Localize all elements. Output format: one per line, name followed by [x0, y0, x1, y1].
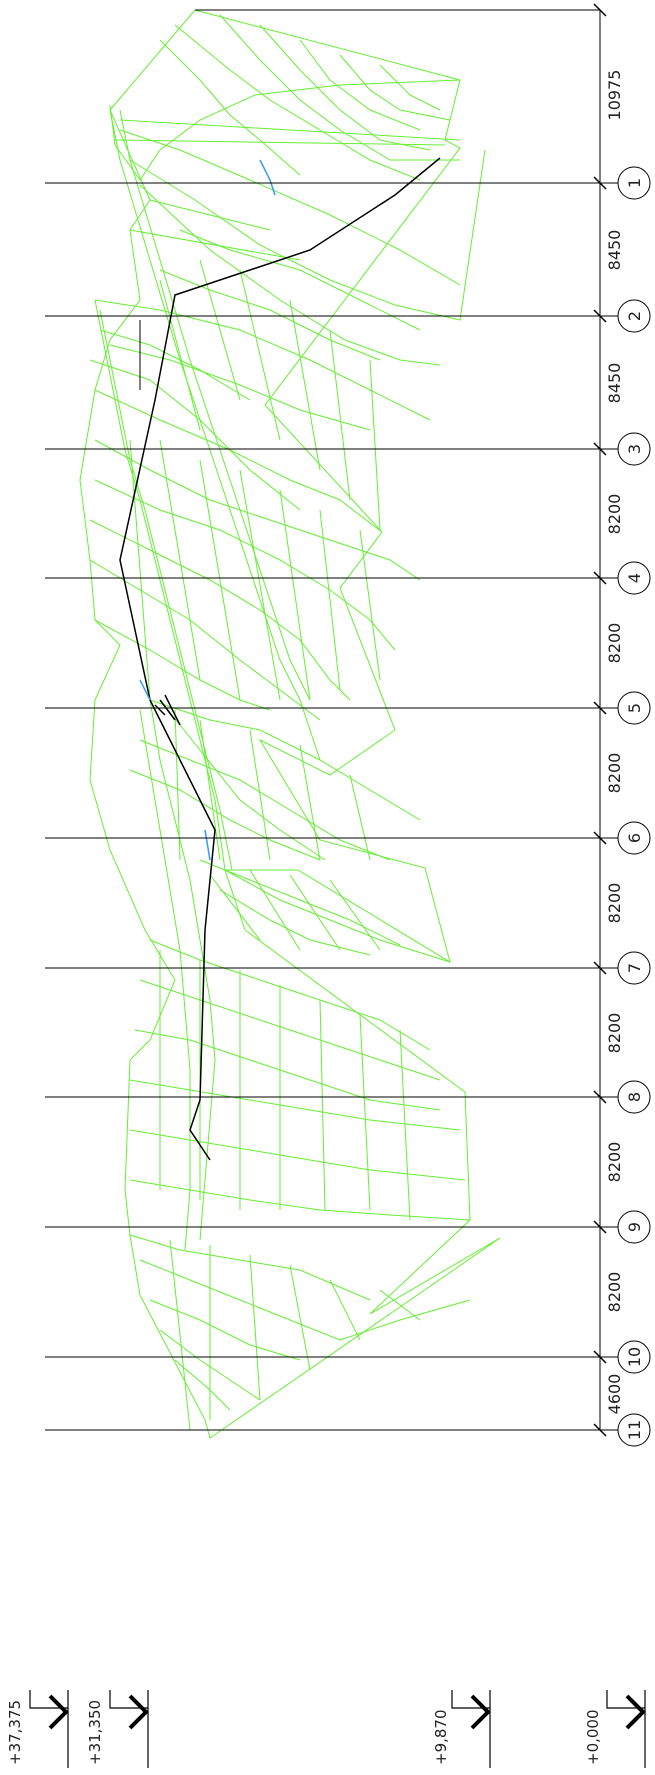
grid-bubble: 4: [600, 561, 651, 595]
grid-bubble-label: 6: [625, 833, 644, 843]
dim-label: 8200: [605, 1272, 624, 1313]
grid-bubble-label: 10: [625, 1347, 644, 1367]
elevation-marker: +31,350: [86, 1690, 149, 1768]
dim-label: 8200: [605, 1013, 624, 1054]
structural-centerline: [119, 157, 441, 1161]
elevation-markers: +37,375 +31,350 +9,870 +0,000: [6, 1690, 646, 1768]
dimension-labels: 10975 8450 8450 8200 8200 8200 8200 8200…: [605, 70, 624, 1415]
grid-bubble-label: 4: [625, 573, 644, 583]
grid-bubble-label: 1: [625, 178, 644, 188]
dim-label: 8200: [605, 753, 624, 794]
elevation-marker: +37,375: [6, 1690, 69, 1768]
elevation-label: +31,350: [86, 1700, 104, 1765]
accent-segments: [139, 159, 276, 861]
grid-bubble-label: 3: [625, 444, 644, 454]
structural-mesh: [79, 9, 501, 1439]
dim-label: 10975: [605, 70, 624, 121]
grid-bubble: 1: [600, 166, 651, 200]
elevation-label: +9,870: [432, 1709, 450, 1765]
grid-bubble: 10: [600, 1340, 651, 1374]
grid-bubble-label: 11: [625, 1420, 644, 1440]
grid-bubble-label: 9: [625, 1222, 644, 1232]
dim-label: 8200: [605, 883, 624, 924]
grid-bubble: 6: [600, 821, 651, 855]
dim-label: 8200: [605, 494, 624, 535]
dim-label: 8200: [605, 1142, 624, 1183]
grid-bubble: 2: [600, 299, 651, 333]
grid-bubble: 7: [600, 951, 651, 985]
grid-bubble: 11: [600, 1413, 651, 1447]
grid-lines: [45, 9, 601, 1431]
elevation-marker: +9,870: [432, 1690, 491, 1768]
grid-bubble: 9: [600, 1210, 651, 1244]
dim-label: 8200: [605, 623, 624, 664]
grid-bubble-label: 2: [625, 311, 644, 321]
dim-label: 4600: [605, 1374, 624, 1415]
grid-bubbles: 1 2 3 4 5 6 7: [600, 166, 651, 1447]
dim-label: 8450: [605, 230, 624, 271]
grid-bubble: 3: [600, 432, 651, 466]
dim-label: 8450: [605, 363, 624, 404]
elevation-label: +0,000: [584, 1709, 602, 1765]
grid-bubble: 5: [600, 691, 651, 725]
elevation-label: +37,375: [6, 1700, 24, 1765]
grid-bubble: 8: [600, 1080, 651, 1114]
grid-bubble-label: 7: [625, 963, 644, 973]
grid-bubble-label: 8: [625, 1092, 644, 1102]
elevation-marker: +0,000: [584, 1690, 646, 1768]
grid-bubble-label: 5: [625, 703, 644, 713]
